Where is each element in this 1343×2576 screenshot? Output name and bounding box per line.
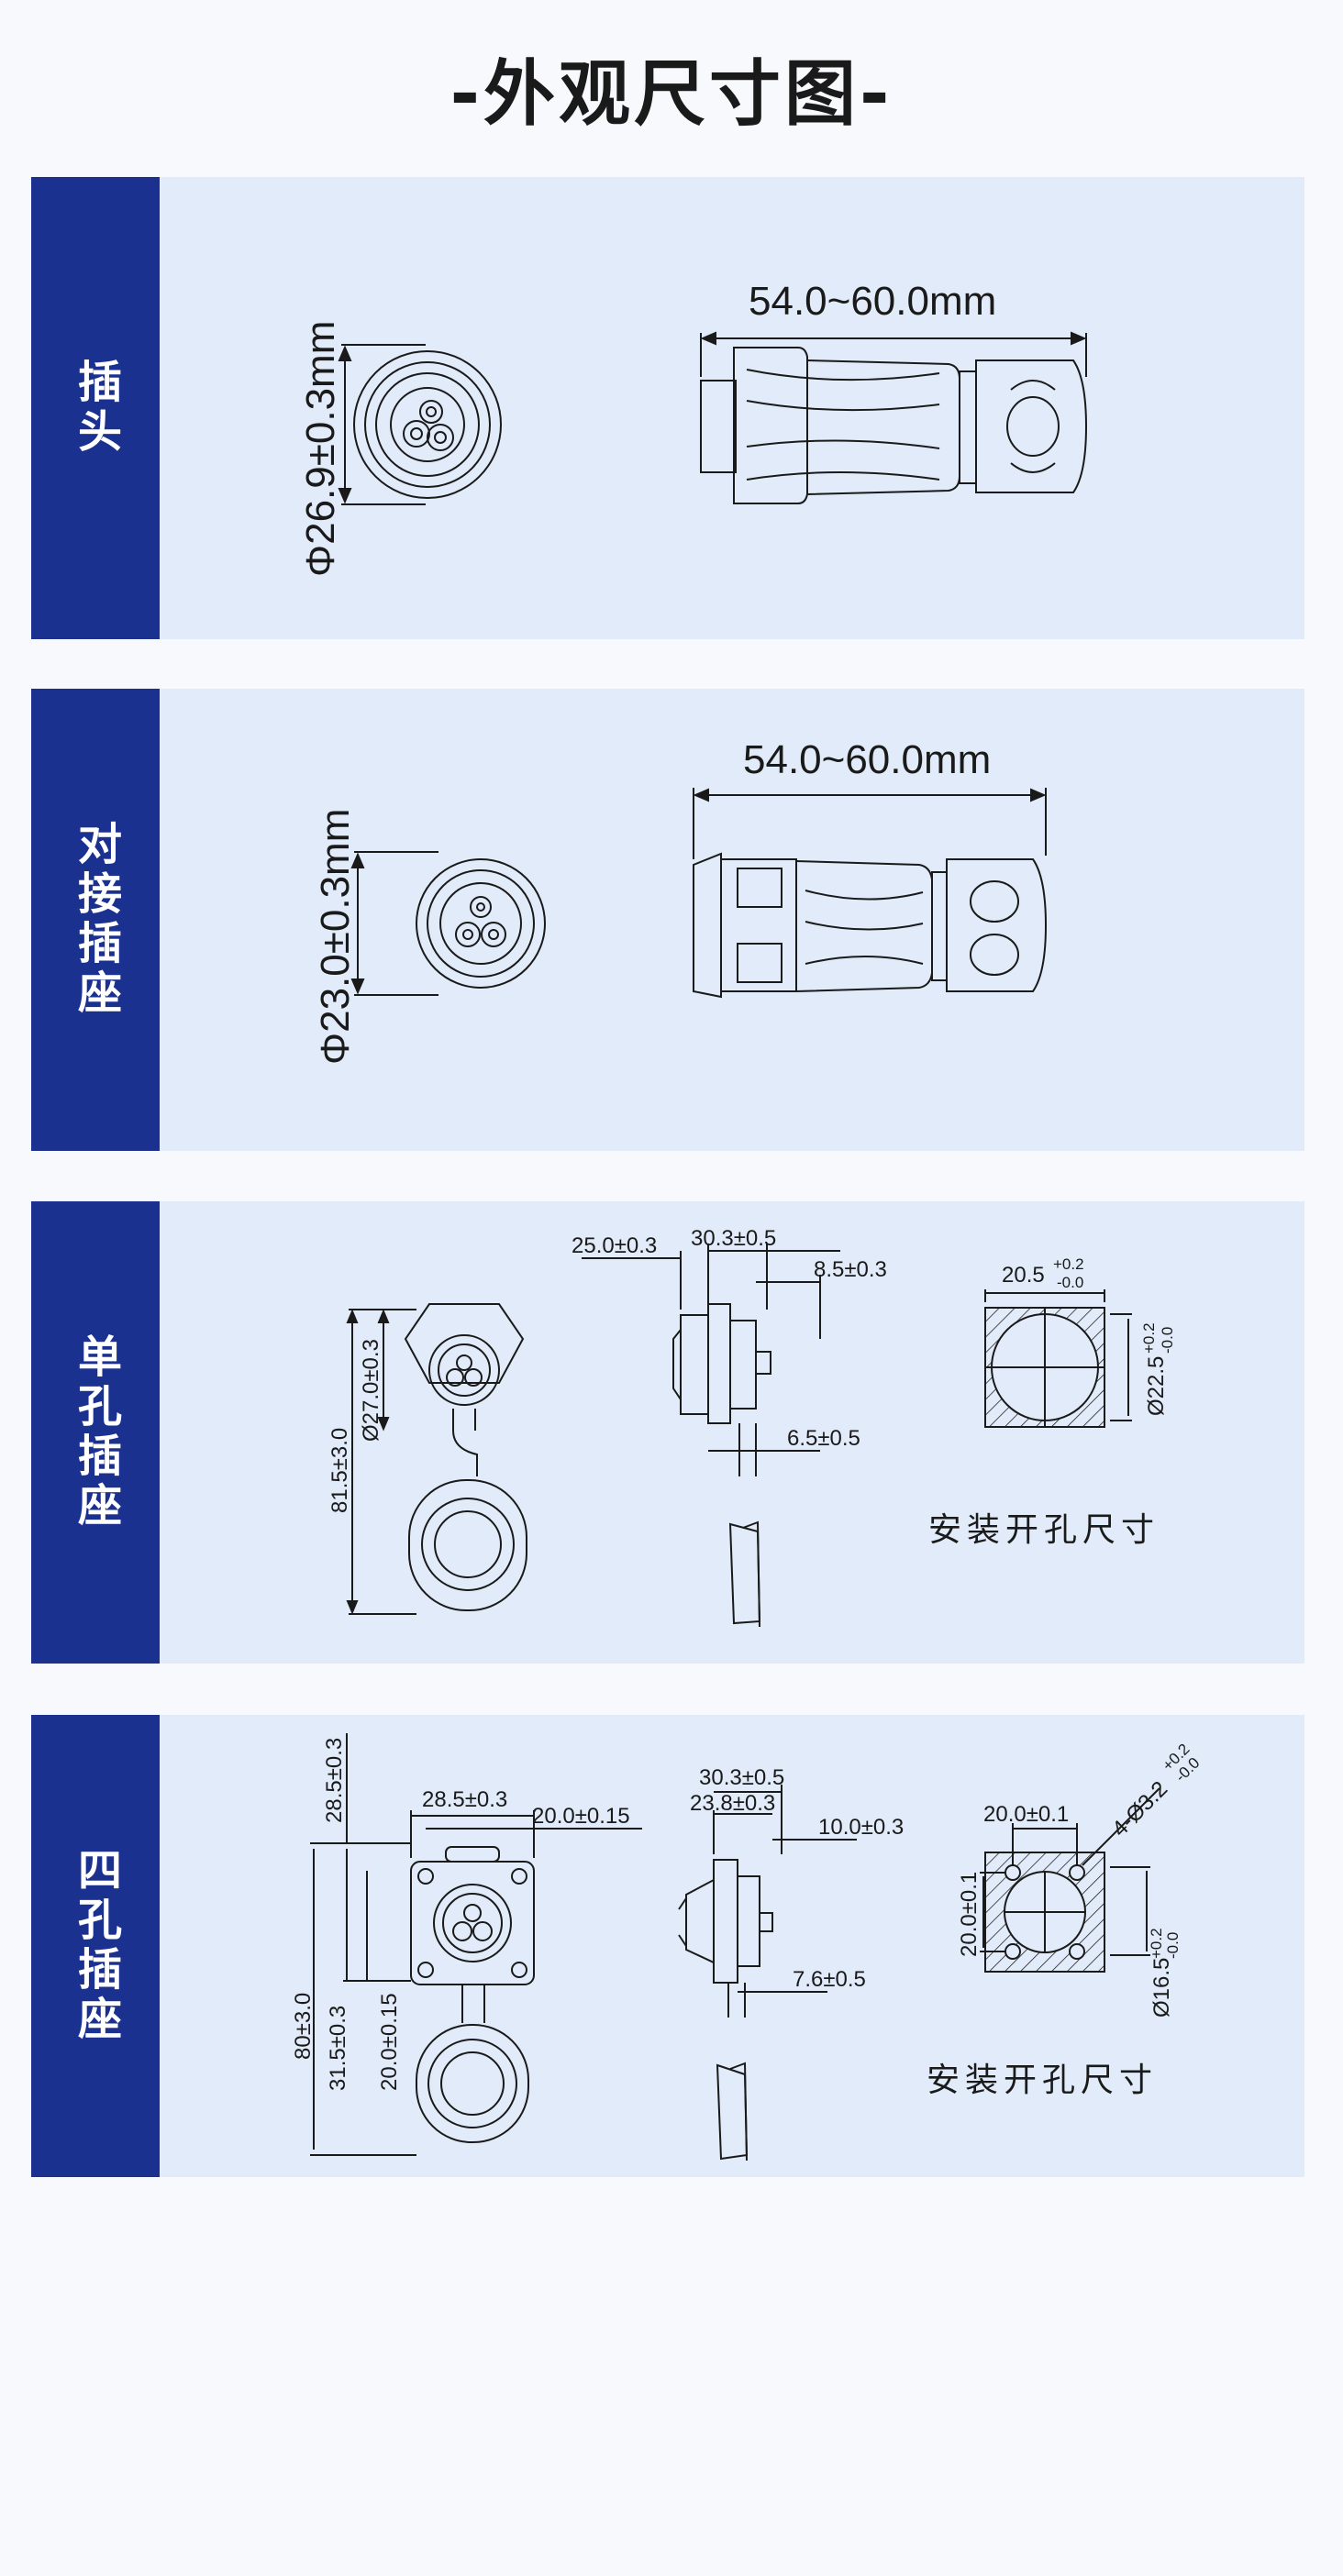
four-hole-dim-d: 7.6±0.5 — [793, 1967, 866, 1992]
section-label: 四孔插座 — [70, 1847, 121, 2045]
single-hole-total-height-label: 81.5±3.0 — [327, 1428, 352, 1513]
four-hole-cutout-caption: 安装开孔尺寸 — [927, 2061, 1158, 2098]
section-label-bar: 对接插座 — [31, 689, 160, 1151]
four-hole-cut-diameter-tol-lower: -0.0 — [1164, 1932, 1182, 1959]
section-label: 对接插座 — [70, 821, 121, 1019]
four-hole-dim-b: 23.8±0.3 — [690, 1791, 775, 1816]
mating-socket-front-view — [416, 858, 546, 989]
four-hole-front-view — [410, 1846, 535, 2143]
four-hole-cut-height: 20.0±0.1 — [957, 1872, 982, 1957]
section-label-bar: 单孔插座 — [31, 1201, 160, 1664]
four-hole-dim-h2: 31.5±0.3 — [326, 2006, 350, 2091]
single-hole-cut-width-tol-lower: -0.0 — [1057, 1274, 1083, 1291]
single-hole-cut-diameter-tol-upper: +0.2 — [1140, 1322, 1158, 1354]
single-hole-cut-width-tol-upper: +0.2 — [1053, 1255, 1084, 1273]
single-hole-cut-width: 20.5 — [1002, 1263, 1045, 1288]
four-hole-cut-diameter: Ø16.5 — [1149, 1958, 1174, 2018]
four-hole-cut-diameter-tol-upper: +0.2 — [1148, 1928, 1165, 1959]
four-hole-dim-h3: 20.0±0.15 — [377, 1993, 402, 2091]
section-plug: 插头 — [31, 177, 1304, 639]
single-hole-dim-b: 30.3±0.5 — [691, 1226, 776, 1251]
mating-socket-diameter-label: Φ23.0±0.3mm — [313, 809, 358, 1065]
four-hole-socket-drawing: 80±3.0 28.5±0.3 28.5±0.3 20.0±0.15 31.5±… — [291, 1733, 1204, 2161]
page-title: -外观尺寸图- — [450, 53, 893, 136]
single-hole-dim-a: 25.0±0.3 — [572, 1233, 657, 1258]
single-hole-cutout-caption: 安装开孔尺寸 — [928, 1510, 1160, 1548]
single-hole-socket-drawing: 81.5±3.0 Ø27.0±0.3 25.0±0.3 30.3±0.5 8.5… — [327, 1226, 1176, 1628]
four-hole-cut-width: 20.0±0.1 — [983, 1802, 1069, 1827]
four-hole-total-height-label: 80±3.0 — [291, 1993, 316, 2060]
section-label: 插头 — [70, 359, 121, 458]
four-hole-dim-w1: 28.5±0.3 — [422, 1787, 507, 1812]
four-hole-dim-w2: 20.0±0.15 — [532, 1804, 630, 1829]
plug-length-label: 54.0~60.0mm — [749, 279, 996, 324]
four-hole-cut-holes: 4-Ø3.2 — [1107, 1776, 1172, 1841]
four-hole-dim-a: 30.3±0.5 — [699, 1765, 784, 1790]
plug-drawing: Φ26.9±0.3mm 54.0~60.0mm — [298, 279, 1088, 577]
mating-socket-side-view — [693, 852, 1048, 999]
single-hole-dim-d: 6.5±0.5 — [787, 1426, 860, 1451]
single-hole-side-view — [672, 1303, 771, 1628]
single-hole-front-view — [404, 1303, 527, 1611]
four-hole-dim-c: 10.0±0.3 — [818, 1815, 904, 1840]
section-four-hole-socket: 四孔插座 — [31, 1715, 1304, 2177]
single-hole-cutout-view — [984, 1307, 1105, 1428]
single-hole-diameter-label: Ø27.0±0.3 — [359, 1339, 383, 1442]
mating-socket-drawing: Φ23.0±0.3mm 54.0~60.0mm — [313, 737, 1048, 1065]
four-hole-cutout-view — [984, 1852, 1105, 1973]
single-hole-dim-c: 8.5±0.3 — [814, 1257, 887, 1282]
section-label-bar: 插头 — [31, 177, 160, 639]
plug-front-view — [353, 350, 502, 499]
single-hole-cut-diameter-tol-lower: -0.0 — [1159, 1327, 1176, 1354]
plug-side-view — [700, 347, 1088, 504]
plug-diameter-label: Φ26.9±0.3mm — [298, 321, 343, 577]
section-single-hole-socket: 单孔插座 — [31, 1201, 1304, 1664]
four-hole-dim-h1: 28.5±0.3 — [322, 1738, 347, 1823]
single-hole-cut-diameter: Ø22.5 — [1144, 1356, 1169, 1416]
section-label-bar: 四孔插座 — [31, 1715, 160, 2177]
section-mating-socket: 对接插座 — [31, 689, 1304, 1151]
four-hole-side-view — [678, 1859, 773, 2161]
mating-socket-length-label: 54.0~60.0mm — [743, 737, 991, 782]
section-label: 单孔插座 — [70, 1333, 121, 1531]
